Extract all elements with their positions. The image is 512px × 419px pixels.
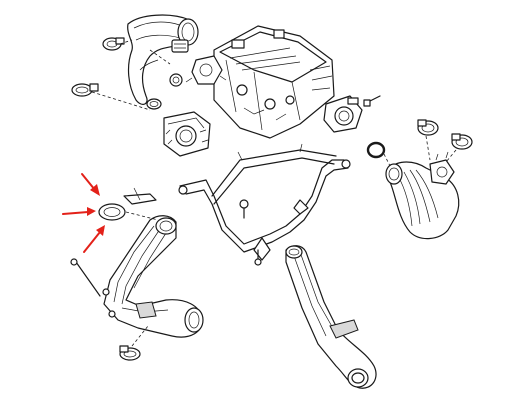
valve-assembly <box>185 55 227 85</box>
leader-line <box>91 91 151 111</box>
hose-clamp-bottom <box>119 345 141 361</box>
bolt <box>363 95 381 107</box>
hose-clamp-left <box>71 83 99 97</box>
connector-fitting <box>169 73 183 87</box>
leader-line <box>149 49 171 65</box>
upper-intake-duct <box>127 14 199 105</box>
leader-line <box>131 325 149 347</box>
bolt <box>239 199 249 219</box>
connector-fitting <box>146 98 162 110</box>
leader-line <box>383 153 391 167</box>
engine-block <box>213 25 335 139</box>
bolt <box>70 258 101 297</box>
leader-line <box>425 135 431 161</box>
hose-clamp-right-2 <box>451 133 473 150</box>
seal-ring <box>98 203 126 221</box>
mounting-bracket <box>178 143 351 261</box>
retaining-clip <box>123 187 157 205</box>
highlight-arrow <box>83 225 105 253</box>
leader-line <box>445 149 457 163</box>
o-ring-seal <box>366 141 386 159</box>
leader-line <box>125 211 159 221</box>
highlight-arrow <box>62 207 96 216</box>
lower-intake-duct <box>102 215 204 338</box>
bolt <box>254 249 262 266</box>
leader-line <box>119 39 133 45</box>
highlight-arrow <box>81 173 100 196</box>
lower-middle-hose <box>285 245 377 389</box>
mass-air-flow-sensor <box>323 95 363 133</box>
right-intake-hose <box>385 151 460 240</box>
hose-clamp-right-1 <box>417 119 439 136</box>
throttle-body <box>163 111 211 157</box>
